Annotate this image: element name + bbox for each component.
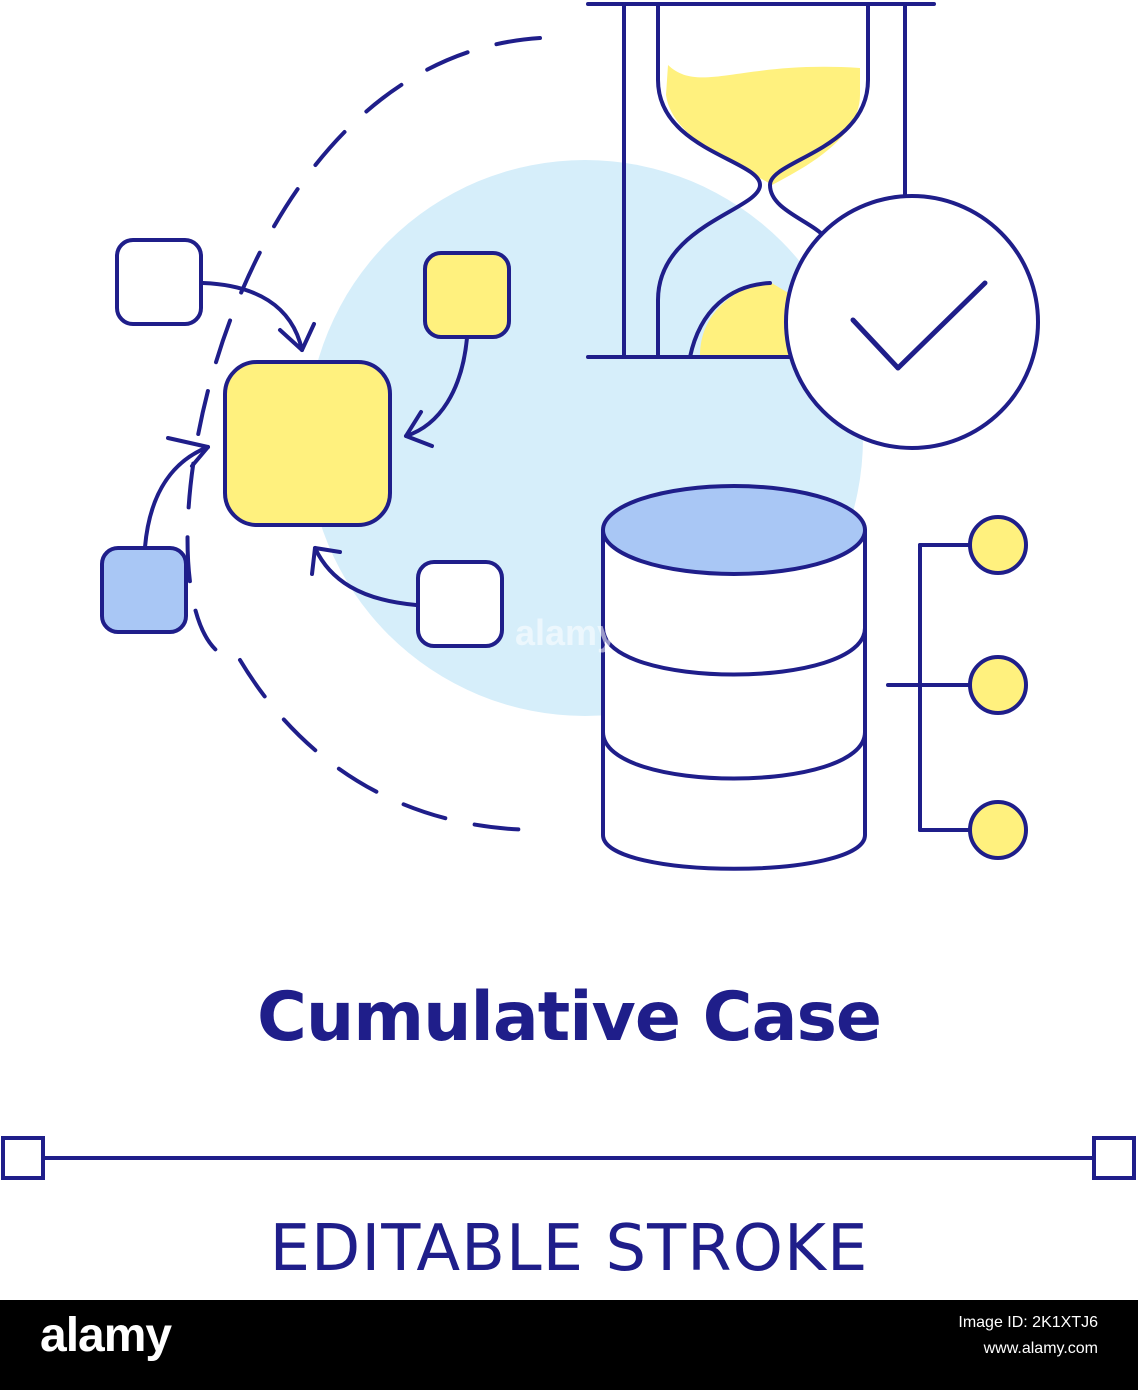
node-top-left <box>115 238 203 326</box>
checkmark-circle-icon <box>784 194 1040 450</box>
process-diagram-icon <box>100 238 511 648</box>
node-bottom-left <box>100 546 188 634</box>
dashed-cycle-arc <box>185 36 542 832</box>
footer-url: www.alamy.com <box>983 1340 1098 1357</box>
image-id-label: Image ID: 2K1XTJ6 <box>958 1314 1098 1331</box>
node-bottom-right <box>416 560 504 648</box>
footer-image-info: Image ID: 2K1XTJ6 www.alamy.com <box>958 1310 1098 1362</box>
stock-image: Cumulative Case EDITABLE STROKE alamy <box>1 2 1136 1286</box>
footer-logo: alamy <box>40 1309 172 1362</box>
node-top-right <box>423 251 511 339</box>
center-node <box>223 360 392 527</box>
footer-bar: alamy Image ID: 2K1XTJ6 www.alamy.com <box>0 1300 1138 1390</box>
editable-stroke-caption: EDITABLE STROKE <box>269 1212 869 1286</box>
concept-title: Cumulative Case <box>256 978 882 1057</box>
cumulative-case-illustration <box>1 2 1136 1180</box>
database-icon <box>601 484 867 871</box>
watermark: alamy <box>515 612 618 653</box>
editable-stroke-line <box>1 1136 1136 1180</box>
network-nodes-icon <box>886 515 1028 860</box>
hourglass-icon <box>586 2 936 359</box>
